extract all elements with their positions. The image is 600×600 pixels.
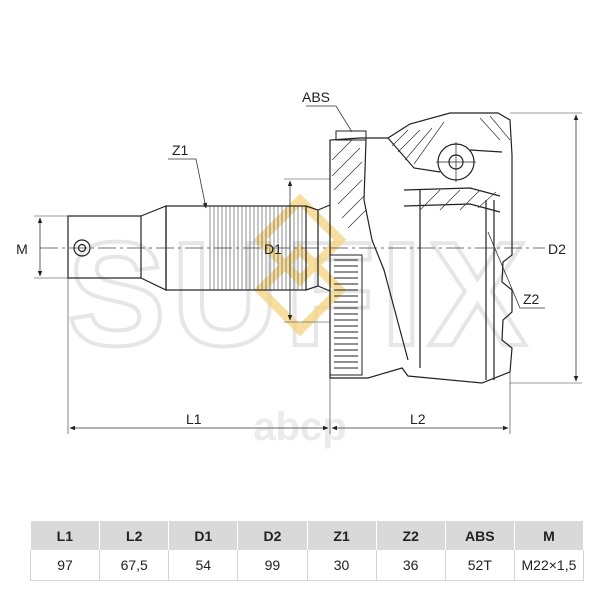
watermark-brand: SUFIX <box>67 212 533 377</box>
joint-housing <box>329 112 513 384</box>
label-z1: Z1 <box>172 142 189 158</box>
value-m: M22×1,5 <box>514 550 585 581</box>
label-abs: ABS <box>302 89 330 105</box>
header-z1: Z1 <box>307 521 377 550</box>
watermark-store: аbср <box>253 405 346 449</box>
spec-table-header-row: L1 L2 D1 D2 Z1 Z2 ABS M <box>30 521 585 550</box>
shaft <box>67 204 331 292</box>
header-l1: L1 <box>30 521 101 550</box>
label-m: M <box>16 241 28 257</box>
value-d1: 54 <box>168 550 239 581</box>
abs-ring <box>329 254 363 376</box>
watermark: SUFIX аbср <box>65 193 533 449</box>
label-l2: L2 <box>410 411 426 427</box>
header-d1: D1 <box>168 521 239 550</box>
label-d1: D1 <box>264 241 282 257</box>
value-z1: 30 <box>307 550 377 581</box>
header-z2: Z2 <box>376 521 446 550</box>
value-l1: 97 <box>29 550 101 581</box>
header-abs: ABS <box>445 521 515 550</box>
value-abs: 52T <box>445 550 515 581</box>
value-l2: 67,5 <box>99 550 170 581</box>
header-d2: D2 <box>237 521 308 550</box>
label-d2: D2 <box>548 241 566 257</box>
header-m: M <box>514 521 585 550</box>
value-d2: 99 <box>237 550 308 581</box>
shaft-spline-teeth <box>209 206 303 290</box>
watermark-logo-icon <box>253 193 347 337</box>
housing-hatching <box>331 115 511 229</box>
label-z2: Z2 <box>523 291 540 307</box>
spec-table-value-row: 97 67,5 54 99 30 36 52T M22×1,5 <box>29 550 585 581</box>
header-l2: L2 <box>99 521 170 550</box>
value-z2: 36 <box>376 550 446 581</box>
spec-table: L1 L2 D1 D2 Z1 Z2 ABS M 97 67,5 54 99 30… <box>29 521 585 581</box>
label-l1: L1 <box>186 411 202 427</box>
dimension-lines <box>34 105 582 434</box>
